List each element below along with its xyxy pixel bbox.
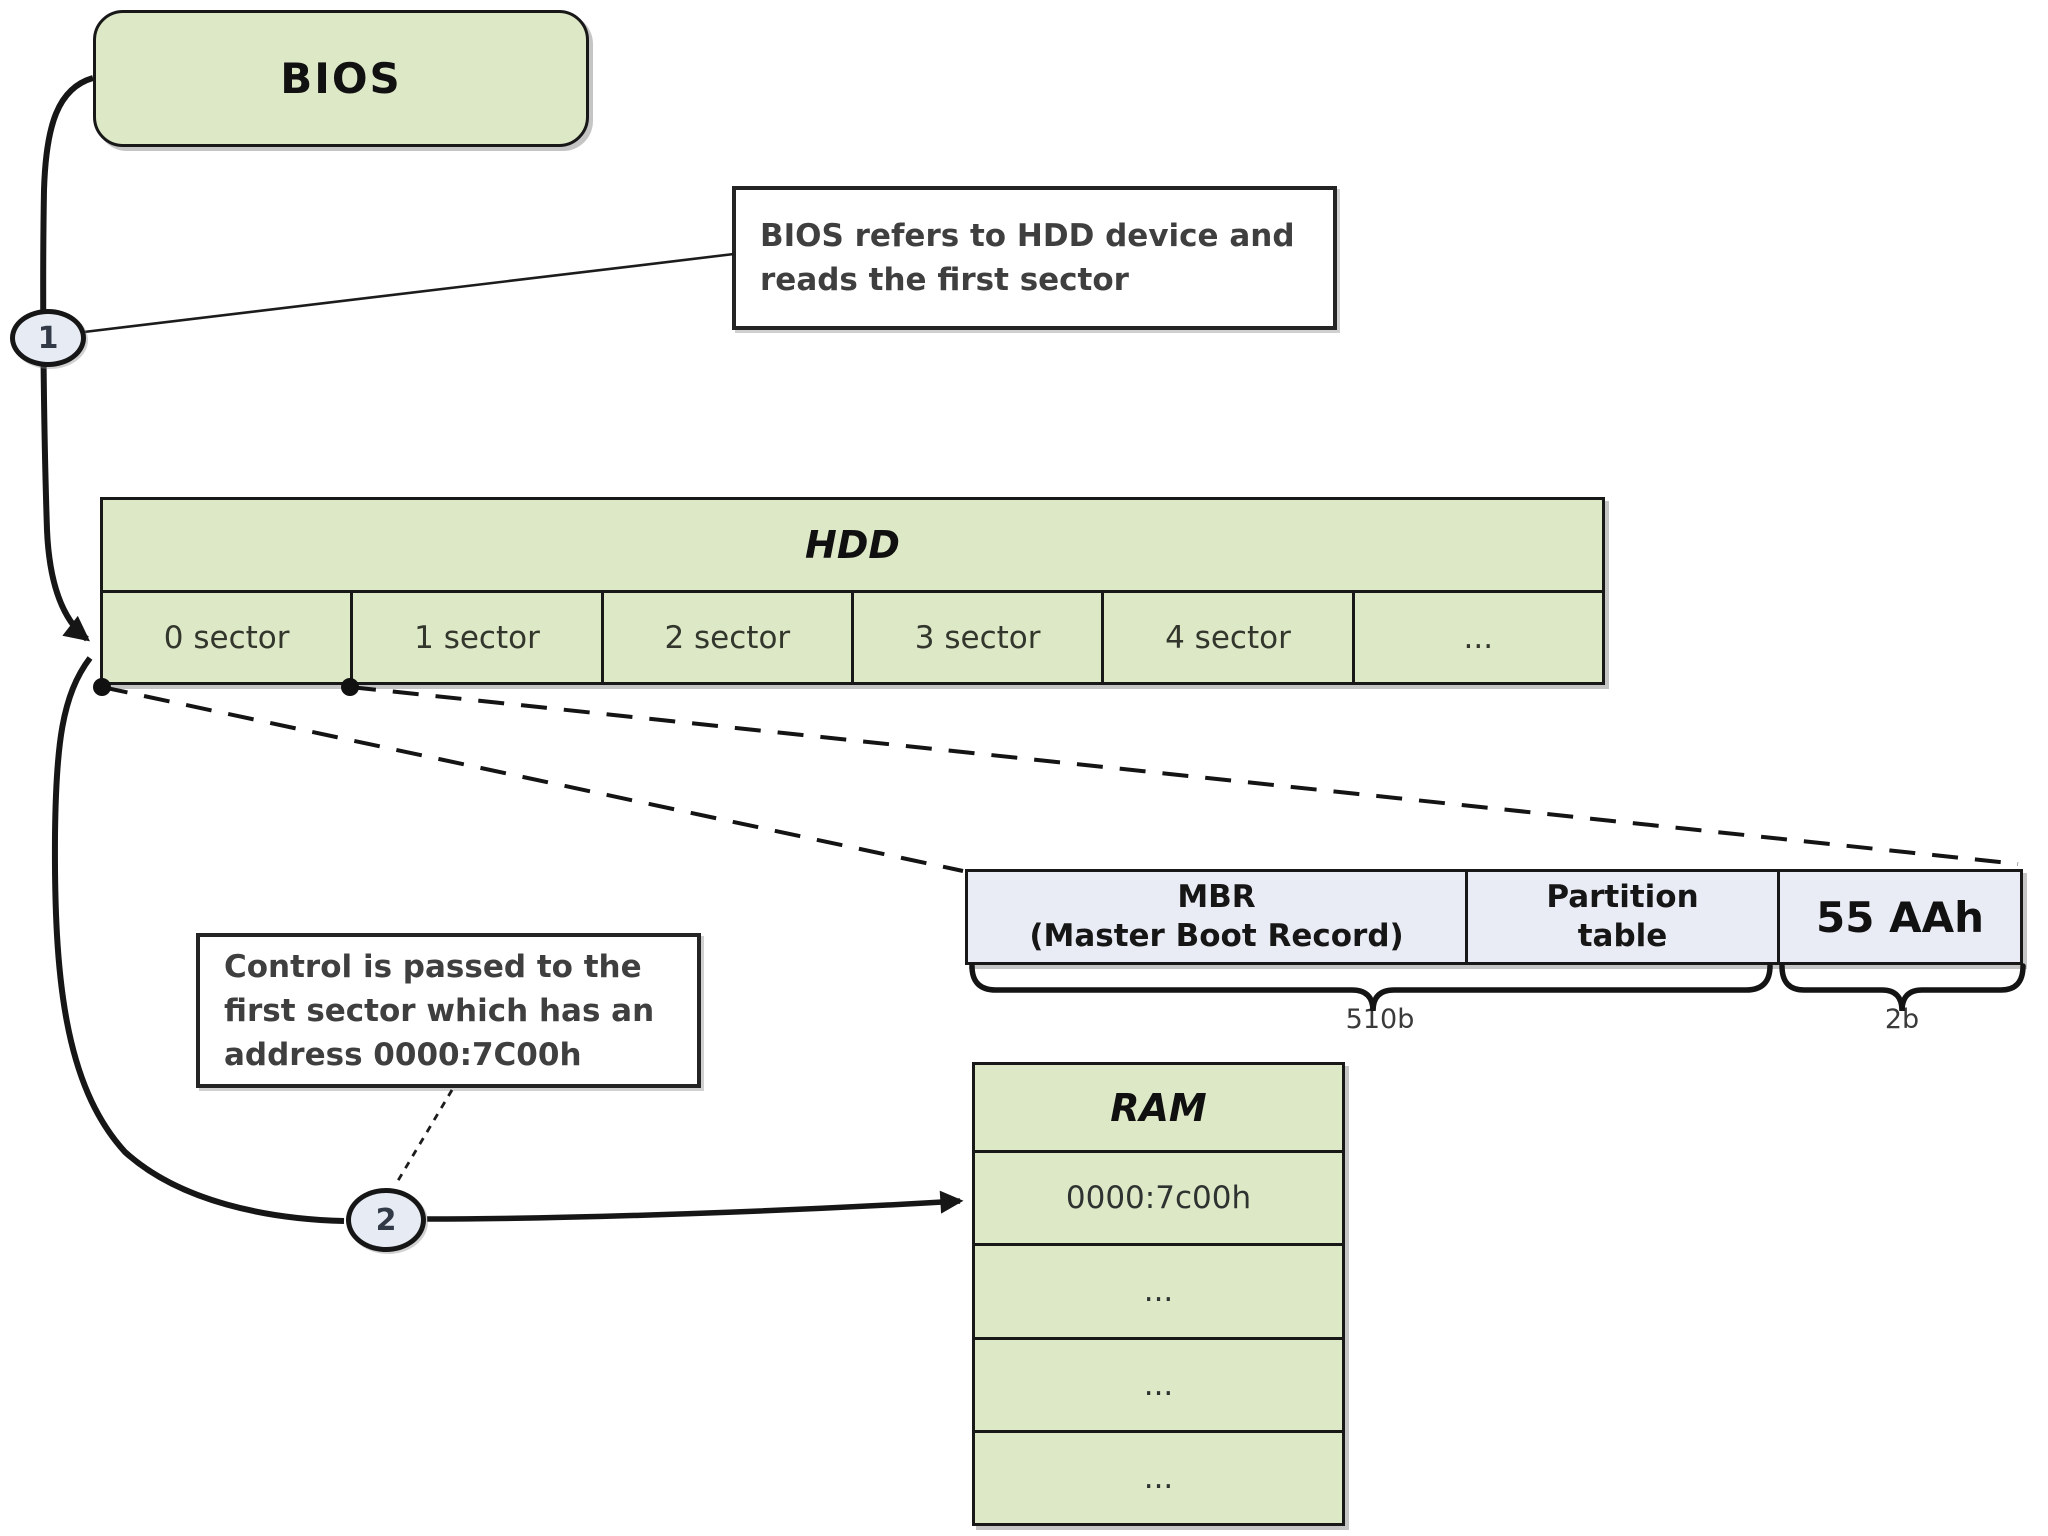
callout-control-passed: Control is passed to the first sector wh… xyxy=(196,933,701,1088)
hdd-table: HDD 0 sector 1 sector 2 sector 3 sector … xyxy=(100,497,1605,685)
partition-table-cell: Partition table xyxy=(1468,872,1780,962)
hdd-sector-0: 0 sector xyxy=(103,593,354,682)
callout2-line3: address 0000:7C00h xyxy=(224,1036,582,1073)
dashed-line-sector0-left xyxy=(101,685,964,873)
callout2-line1: Control is passed to the xyxy=(224,948,642,985)
partition-cell-line1: Partition xyxy=(1546,879,1699,915)
callout1-line2: reads the first sector xyxy=(760,262,1129,298)
mbr-cell-line1: MBR xyxy=(1177,879,1256,915)
ram-row-ellipsis-3: ... xyxy=(1143,1459,1174,1496)
callout-bios-reads-sector: BIOS refers to HDD device and reads the … xyxy=(732,186,1337,330)
bios-label: BIOS xyxy=(280,54,402,103)
connector-callout2-to-step2 xyxy=(394,1089,454,1185)
size-label-510b: 510b xyxy=(1345,1004,1415,1035)
hdd-sector-3: 3 sector xyxy=(854,593,1105,682)
hdd-sector-2: 2 sector xyxy=(604,593,854,682)
callout1-line1: BIOS refers to HDD device and xyxy=(760,218,1295,254)
ram-row-7c00h: 0000:7c00h xyxy=(975,1153,1342,1247)
hdd-sector-row: 0 sector 1 sector 2 sector 3 sector 4 se… xyxy=(103,593,1602,682)
step-2-marker: 2 xyxy=(346,1188,426,1252)
signature-label: 55 AAh xyxy=(1816,892,1984,942)
hdd-sector-4: 4 sector xyxy=(1104,593,1355,682)
size-label-2b: 2b xyxy=(1884,1004,1920,1035)
dashed-line-sector0-right xyxy=(349,685,2019,866)
ram-row-ellipsis-1: ... xyxy=(975,1246,1342,1340)
step-2-number: 2 xyxy=(375,1202,397,1238)
hdd-sector-more: ... xyxy=(1463,619,1494,656)
mbr-cell-line2: (Master Boot Record) xyxy=(1029,918,1404,954)
ram-title: RAM xyxy=(975,1065,1342,1153)
step-1-number: 1 xyxy=(37,320,59,356)
ram-row-ellipsis-2: ... xyxy=(975,1340,1342,1433)
signature-55aah-cell: 55 AAh xyxy=(1780,872,2020,962)
hdd-sector-1: 1 sector xyxy=(353,593,604,682)
partition-cell-line2: table xyxy=(1577,918,1668,954)
hdd-title: HDD xyxy=(103,500,1602,593)
mbr-strip: MBR (Master Boot Record) Partition table… xyxy=(965,869,2023,965)
bios-box: BIOS xyxy=(93,10,589,147)
connector-step1-to-callout xyxy=(83,252,735,334)
mbr-cell: MBR (Master Boot Record) xyxy=(968,872,1468,962)
ram-table: RAM 0000:7c00h ... ... ... xyxy=(972,1062,1345,1526)
arrow-step2-to-ram xyxy=(426,1190,964,1222)
step-1-marker: 1 xyxy=(10,309,86,367)
callout2-line2: first sector which has an xyxy=(224,992,655,1029)
